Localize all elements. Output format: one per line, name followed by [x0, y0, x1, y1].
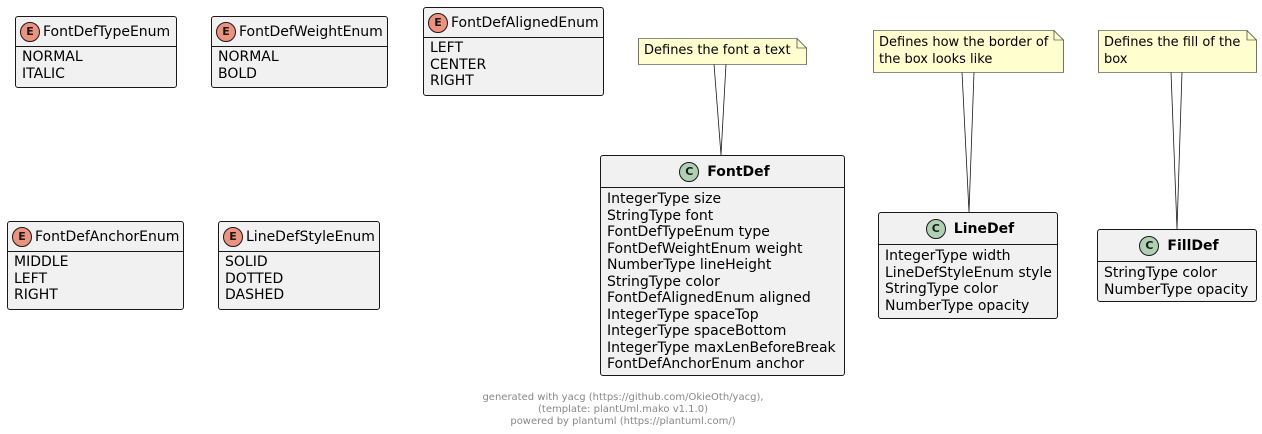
class-fields: StringType color NumberType opacity [1098, 262, 1256, 298]
class-fields: IntegerType size StringType font FontDef… [601, 188, 844, 373]
enum-icon: E [216, 21, 236, 42]
class-header: C FillDef [1098, 230, 1256, 262]
enum-value: RIGHT [14, 287, 58, 303]
enum-fontdeftypeenum: E FontDefTypeEnum NORMAL ITALIC [15, 16, 177, 88]
enum-name: LineDefStyleEnum [246, 228, 375, 245]
class-field: IntegerType maxLenBeforeBreak [607, 339, 836, 356]
enum-header: E FontDefTypeEnum [16, 17, 176, 47]
enum-icon: E [12, 226, 32, 247]
note-linedef: Defines how the border of the box looks … [873, 30, 1064, 73]
enum-icon: E [428, 12, 448, 33]
enum-header: E LineDefStyleEnum [219, 222, 379, 252]
class-field: FontDefWeightEnum weight [607, 240, 803, 257]
enum-values: MIDDLE LEFT RIGHT [8, 252, 183, 304]
enum-values: NORMAL ITALIC [16, 47, 176, 82]
class-header: C LineDef [879, 213, 1057, 245]
class-field: IntegerType width [885, 248, 1011, 264]
enum-values: LEFT CENTER RIGHT [424, 38, 603, 90]
note-line: Defines the font a text [644, 43, 791, 58]
note-shape [638, 38, 807, 65]
note-filldef: Defines the fill of the box [1098, 30, 1257, 73]
enum-value: BOLD [218, 65, 257, 82]
enum-name: FontDefAnchorEnum [35, 228, 180, 245]
class-filldef: C FillDef StringType color NumberType op… [1097, 229, 1257, 302]
class-fields: IntegerType width LineDefStyleEnum style… [879, 245, 1057, 314]
class-name: LineDef [953, 220, 1015, 237]
class-field: IntegerType size [607, 191, 722, 207]
class-field: StringType color [885, 281, 998, 297]
note-connector-fontdef [713, 63, 727, 156]
note-connector-linedef [961, 71, 975, 213]
class-field: LineDefStyleEnum style [885, 264, 1052, 281]
enum-value: RIGHT [430, 73, 474, 89]
enum-value: SOLID [225, 254, 268, 270]
enum-value: LEFT [430, 40, 464, 56]
enum-fontdefweightenum: E FontDefWeightEnum NORMAL BOLD [211, 16, 388, 88]
footer-line: (template: plantUml.mako v1.1.0) [538, 404, 708, 415]
enum-value: NORMAL [218, 49, 279, 65]
class-field: NumberType opacity [1104, 281, 1249, 298]
note-shape [873, 30, 1064, 73]
class-icon: C [679, 161, 700, 182]
enum-value: ITALIC [22, 65, 65, 82]
enum-icon: E [20, 21, 40, 42]
class-icon: C [1139, 235, 1160, 256]
class-fontdef: C FontDef IntegerType size StringType fo… [600, 155, 845, 376]
class-header: C FontDef [601, 156, 844, 188]
note-connector-filldef [1170, 71, 1183, 230]
enum-value: MIDDLE [14, 254, 69, 270]
enum-value: CENTER [430, 56, 487, 73]
class-linedef: C LineDef IntegerType width LineDefStyle… [878, 212, 1058, 319]
enum-values: SOLID DOTTED DASHED [219, 252, 379, 304]
note-line: box [1104, 52, 1128, 67]
enum-header: E FontDefWeightEnum [212, 17, 387, 47]
class-name: FontDef [707, 163, 770, 180]
footer-line: generated with yacg (https://github.com/… [482, 392, 764, 403]
enum-value: LEFT [14, 270, 48, 287]
enum-name: FontDefWeightEnum [239, 23, 383, 40]
enum-icon: E [223, 226, 243, 247]
class-field: FontDefTypeEnum type [607, 224, 770, 240]
class-field: NumberType opacity [885, 297, 1030, 314]
enum-value: DOTTED [225, 270, 284, 287]
class-field: StringType font [607, 207, 714, 224]
enum-fontdefanchorenum: E FontDefAnchorEnum MIDDLE LEFT RIGHT [7, 221, 184, 310]
class-field: NumberType lineHeight [607, 257, 772, 273]
enum-header: E FontDefAlignedEnum [424, 8, 603, 38]
note-shape [1098, 30, 1257, 73]
class-field: StringType color [1104, 265, 1217, 281]
enum-linedefstyleenum: E LineDefStyleEnum SOLID DOTTED DASHED [218, 221, 380, 310]
class-field: FontDefAlignedEnum aligned [607, 290, 811, 306]
note-line: Defines the fill of the [1104, 35, 1241, 50]
note-line: the box looks like [879, 52, 993, 67]
diagram-footer: generated with yacg (https://github.com/… [384, 392, 862, 428]
note-text: Defines how the border of the box looks … [879, 34, 1058, 68]
footer-line: powered by plantuml (https://plantuml.co… [510, 416, 736, 427]
enum-value: DASHED [225, 287, 285, 303]
class-field: IntegerType spaceBottom [607, 323, 787, 339]
enum-name: FontDefTypeEnum [43, 23, 171, 40]
enum-value: NORMAL [22, 49, 83, 65]
note-text: Defines the font a text [644, 42, 801, 59]
class-name: FillDef [1167, 237, 1219, 254]
class-field: IntegerType spaceTop [607, 306, 759, 323]
enum-fontdefalignedenum: E FontDefAlignedEnum LEFT CENTER RIGHT [423, 7, 604, 96]
enum-name: FontDefAlignedEnum [451, 14, 599, 31]
note-line: Defines how the border of [879, 35, 1049, 50]
note-text: Defines the fill of the box [1104, 34, 1251, 68]
enum-values: NORMAL BOLD [212, 47, 387, 82]
class-icon: C [925, 218, 946, 239]
class-field: StringType color [607, 273, 720, 290]
class-field: FontDefAnchorEnum anchor [607, 356, 805, 372]
enum-header: E FontDefAnchorEnum [8, 222, 183, 252]
note-fontdef: Defines the font a text [638, 38, 807, 65]
